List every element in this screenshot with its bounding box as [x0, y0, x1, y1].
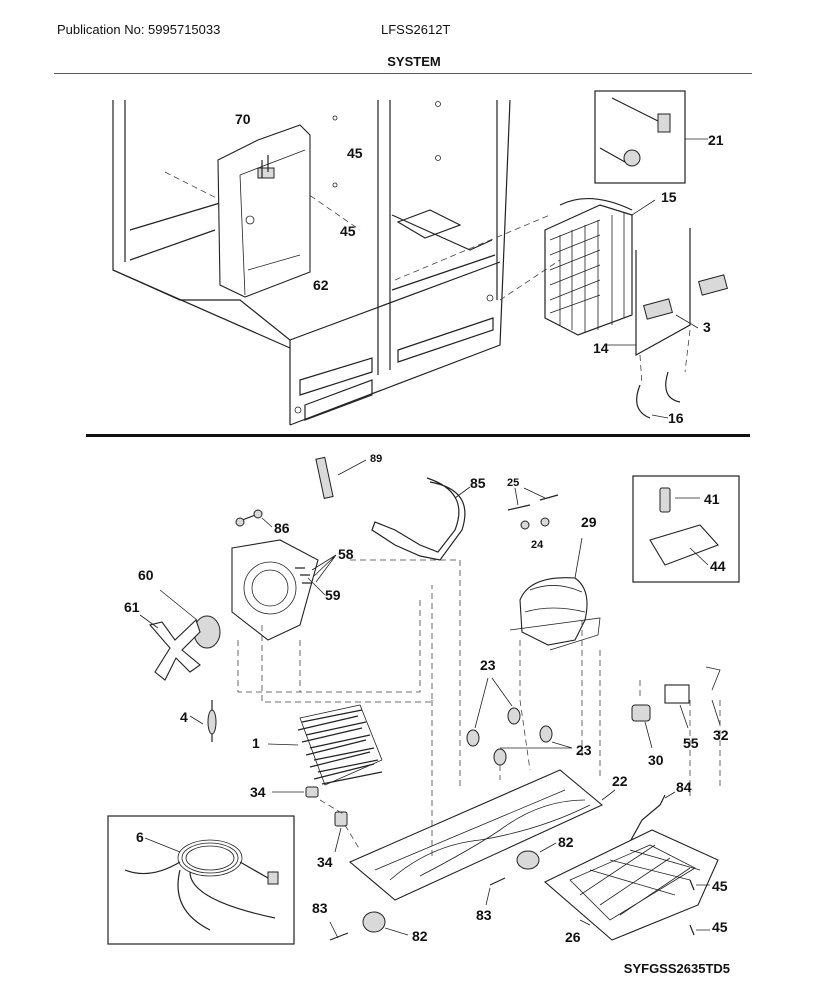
- callout-21: 21: [708, 132, 724, 148]
- callout-70: 70: [235, 111, 251, 127]
- callout-45: 45: [712, 919, 728, 935]
- callout-32: 32: [713, 727, 729, 743]
- drain-parts: [604, 228, 728, 419]
- relay-parts: [631, 666, 721, 749]
- callout-23: 23: [480, 657, 496, 673]
- diagram-code: SYFGSS2635TD5: [623, 961, 730, 976]
- callout-16: 16: [668, 410, 684, 426]
- fan-housing-62: [217, 124, 311, 298]
- callout-4: 4: [180, 709, 188, 725]
- callout-44: 44: [710, 558, 726, 574]
- callout-3: 3: [703, 319, 711, 335]
- callout-82: 82: [558, 834, 574, 850]
- screws-58: [295, 554, 337, 584]
- callout-34: 34: [317, 854, 333, 870]
- callout-86: 86: [274, 520, 290, 536]
- base-pan-22: [348, 769, 616, 901]
- header-divider: [54, 73, 752, 74]
- inset-box-41-44: [632, 475, 740, 583]
- section-title: SYSTEM: [387, 54, 441, 69]
- callout-labels: 70 45 45 62 21 15 3 14 16 89 85 25 24 29…: [124, 111, 729, 945]
- callout-26: 26: [565, 929, 581, 945]
- callout-24: 24: [531, 539, 544, 551]
- plugs-82: [362, 842, 557, 936]
- callout-45: 45: [340, 223, 356, 239]
- callout-14: 14: [593, 340, 609, 356]
- inset-box-6: [107, 815, 295, 945]
- callout-15: 15: [661, 189, 677, 205]
- fan-shroud-59: [231, 539, 326, 641]
- callout-61: 61: [124, 599, 140, 615]
- callout-45: 45: [712, 878, 728, 894]
- callout-30: 30: [648, 752, 664, 768]
- drain-pan-26: [544, 829, 719, 941]
- callout-45: 45: [347, 145, 363, 161]
- grommets-23: [466, 677, 573, 766]
- fan-blade-61: [139, 614, 201, 681]
- part-4: [189, 700, 217, 742]
- part-89: [315, 456, 367, 499]
- compressor-29: [509, 537, 601, 651]
- callout-84: 84: [676, 779, 692, 795]
- publication-number: Publication No: 5995715033: [57, 22, 221, 37]
- callout-22: 22: [612, 773, 628, 789]
- assembly-lines: [237, 559, 721, 860]
- screws-45-bottom: [689, 879, 710, 936]
- cabinet-drawing: [112, 99, 561, 426]
- callout-89: 89: [370, 453, 382, 465]
- callout-29: 29: [581, 514, 597, 530]
- part-86: [235, 509, 273, 528]
- callout-1: 1: [252, 735, 260, 751]
- callout-60: 60: [138, 567, 154, 583]
- part-85: [371, 477, 471, 561]
- inset-box-21: [594, 90, 708, 184]
- model-number: LFSS2612T: [381, 22, 451, 37]
- section-divider: [86, 434, 750, 437]
- plugs-34: [272, 786, 348, 853]
- callout-83: 83: [312, 900, 328, 916]
- callout-83: 83: [476, 907, 492, 923]
- callout-55: 55: [683, 735, 699, 751]
- callout-58: 58: [338, 546, 354, 562]
- callout-62: 62: [313, 277, 329, 293]
- evaporator-1: [267, 704, 383, 786]
- callout-85: 85: [470, 475, 486, 491]
- parts-25-24: [507, 487, 559, 530]
- callout-59: 59: [325, 587, 341, 603]
- callout-82: 82: [412, 928, 428, 944]
- screws-83: [329, 877, 506, 941]
- callout-23: 23: [576, 742, 592, 758]
- condenser-15: [544, 197, 656, 336]
- callout-41: 41: [704, 491, 720, 507]
- callout-34: 34: [250, 784, 266, 800]
- callout-6: 6: [136, 829, 144, 845]
- callout-25: 25: [507, 477, 519, 489]
